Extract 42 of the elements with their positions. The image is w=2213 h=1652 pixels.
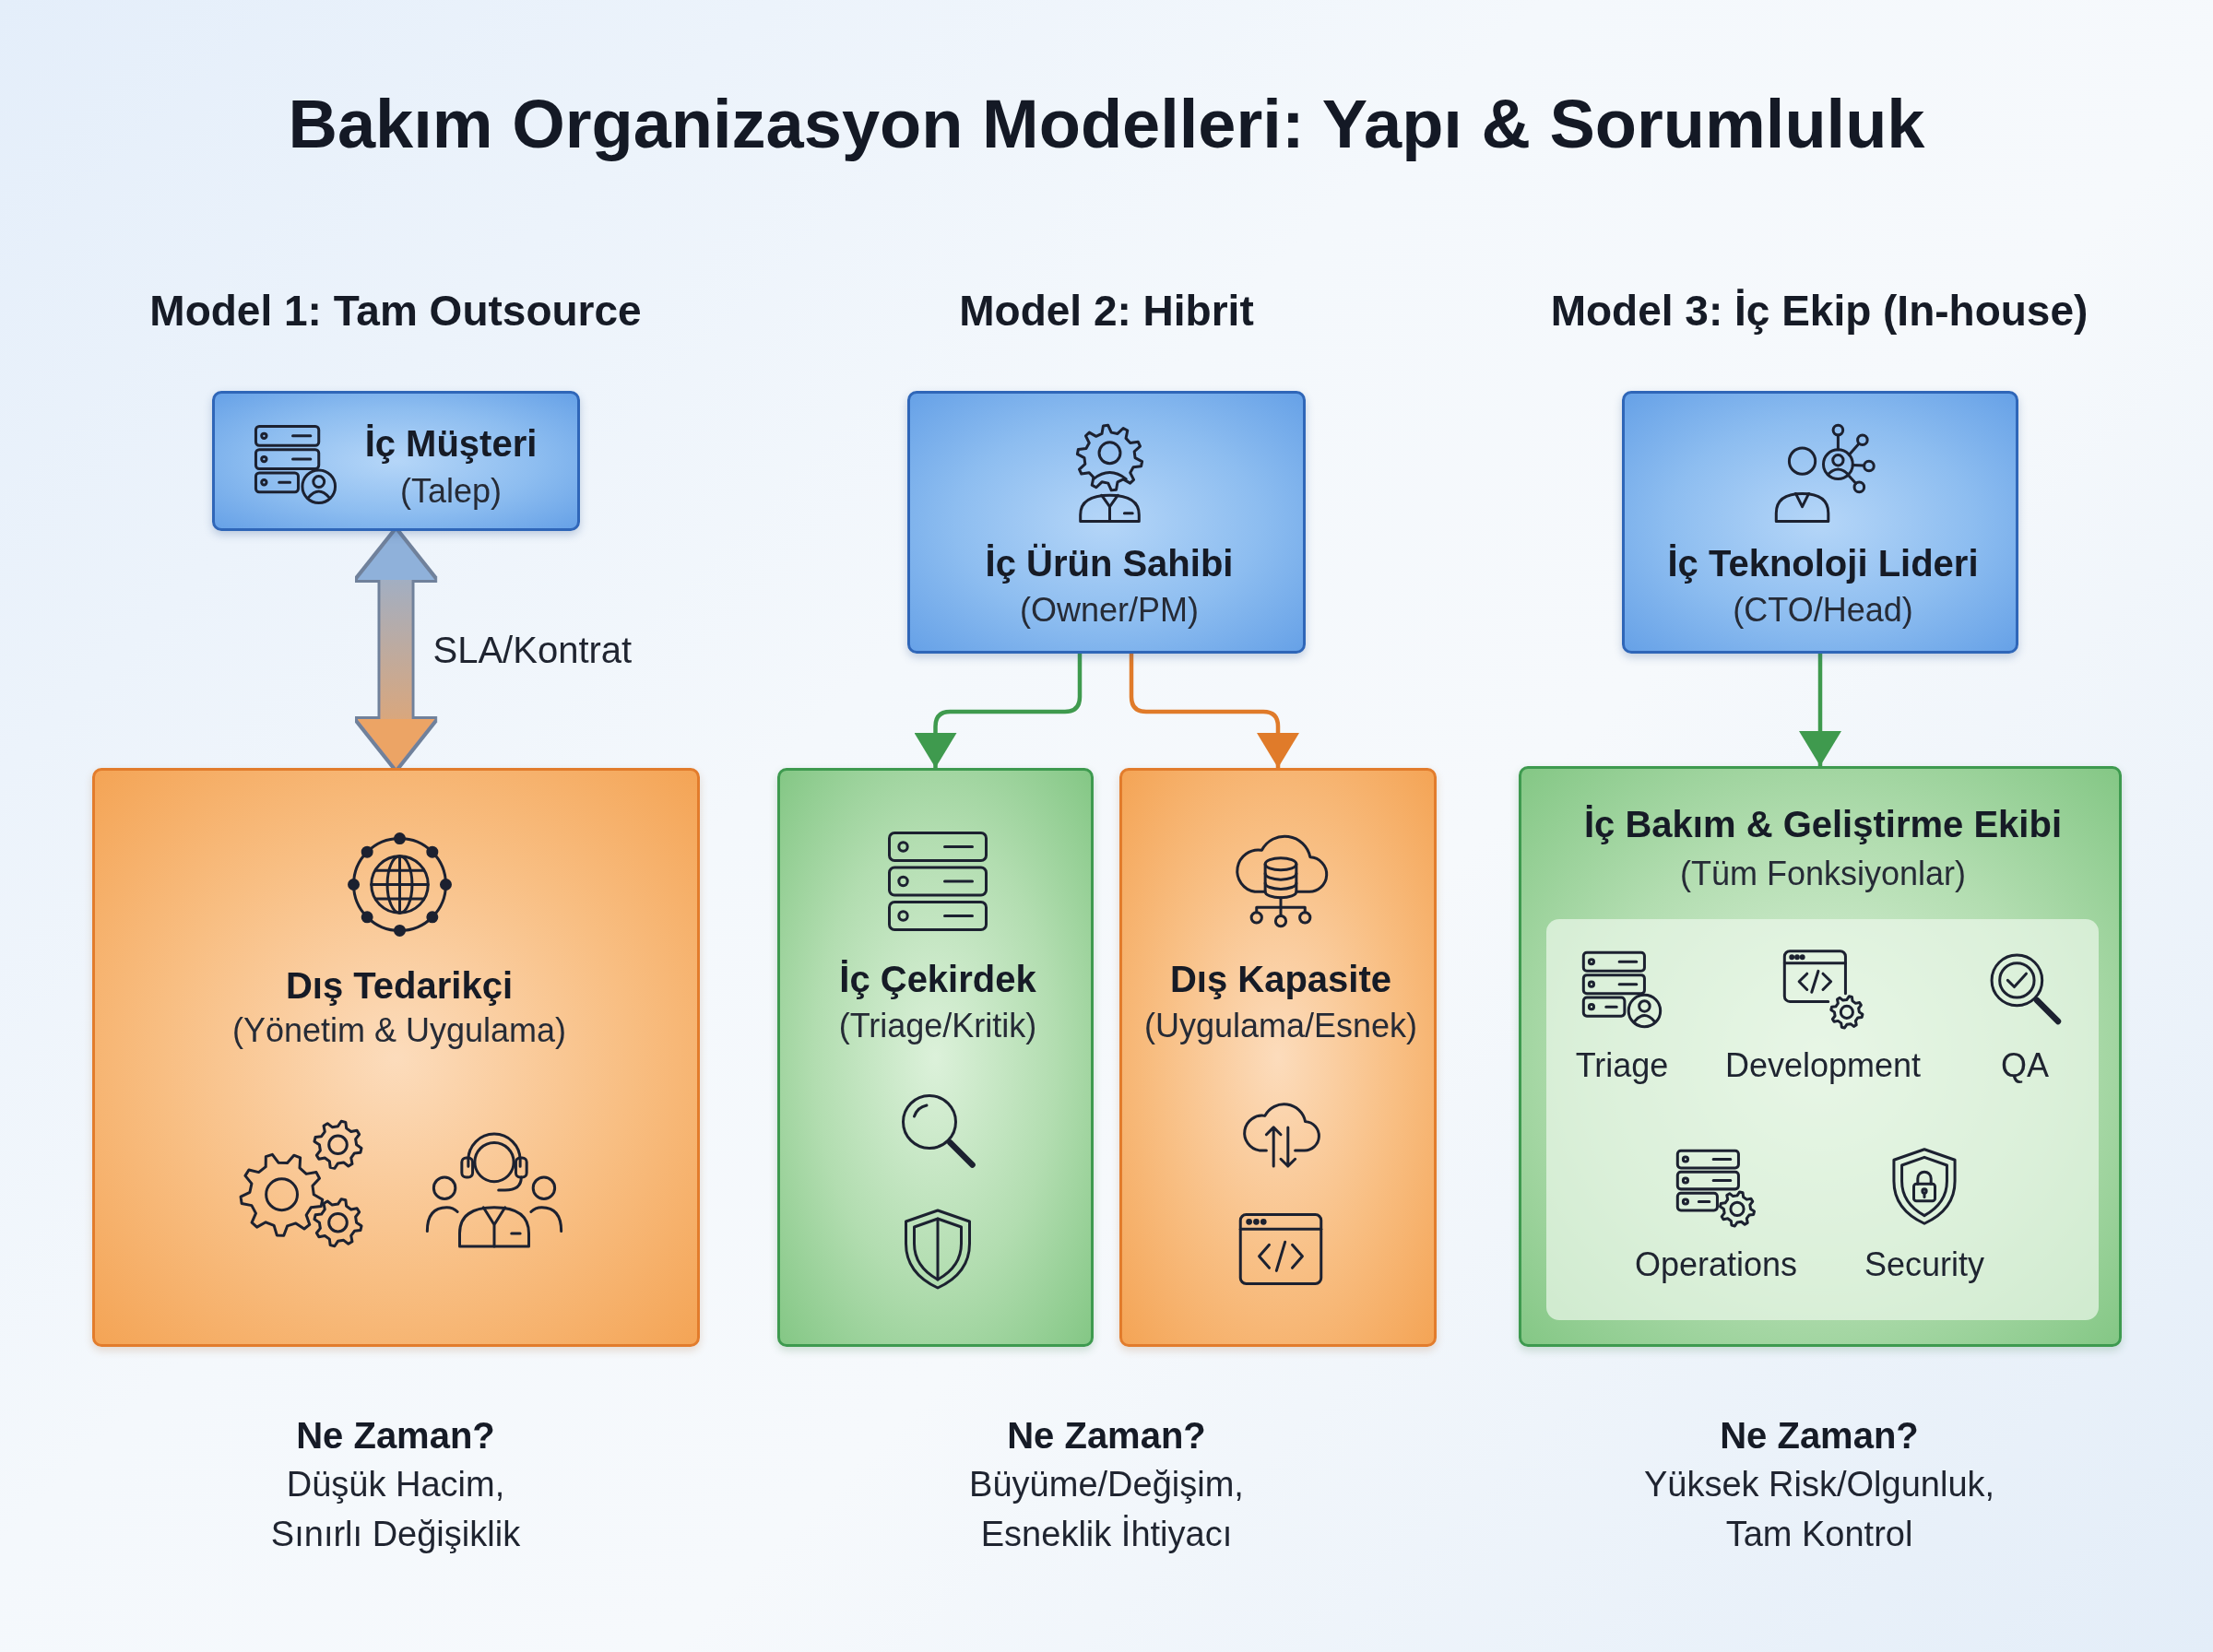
edge-label: SLA/Kontrat — [432, 628, 633, 672]
team-card — [92, 768, 700, 1347]
arrow — [914, 654, 1083, 768]
card-title: Dış Kapasite — [1169, 958, 1392, 1001]
card-subtitle: (Tüm Fonksiyonlar) — [1679, 854, 1967, 894]
function-label: QA — [2001, 1045, 2049, 1086]
card-title: İç Çekirdek — [839, 958, 1036, 1001]
role-card — [212, 391, 580, 531]
card-title: İç Müşteri — [364, 422, 538, 466]
team-card — [1119, 768, 1437, 1347]
role-card — [907, 391, 1306, 654]
card-subtitle: (Yönetim & Uygulama) — [231, 1010, 567, 1051]
diagram-title: Bakım Organizasyon Modelleri: Yapı & Sorumluluk — [288, 85, 1925, 164]
note-text: Büyüme/Değişim, Esneklik İhtiyacı — [968, 1464, 1245, 1555]
card-subtitle: (Triage/Kritik) — [838, 1006, 1037, 1046]
column-heading: Model 2: Hibrit — [959, 286, 1254, 336]
card-title: İç Teknoloji Lideri — [1667, 542, 1979, 585]
function-panel — [1546, 919, 2099, 1320]
section-heading: Ne Zaman? — [1720, 1414, 1919, 1457]
arrow — [1129, 654, 1299, 768]
function-label: Operations — [1634, 1245, 1798, 1285]
card-title: İç Bakım & Geliştirme Ekibi — [1584, 803, 2062, 846]
note-text: Düşük Hacim, Sınırlı Değişiklik — [269, 1464, 522, 1555]
section-heading: Ne Zaman? — [1007, 1414, 1206, 1457]
role-card — [1622, 391, 2018, 654]
card-title: Dış Tedarikçi — [286, 964, 513, 1008]
card-subtitle: (Uygulama/Esnek) — [1143, 1006, 1418, 1046]
note-text: Yüksek Risk/Olgunluk, Tam Kontrol — [1642, 1464, 1996, 1555]
team-card — [777, 768, 1094, 1347]
card-title: İç Ürün Sahibi — [985, 542, 1234, 585]
team-card — [1519, 766, 2122, 1347]
card-subtitle: (Talep) — [400, 471, 502, 512]
function-label: Development — [1724, 1045, 1922, 1086]
card-subtitle: (CTO/Head) — [1733, 590, 1913, 631]
section-heading: Ne Zaman? — [296, 1414, 495, 1457]
column-heading: Model 3: İç Ekip (In-house) — [1550, 286, 2089, 336]
column-heading: Model 1: Tam Outsource — [149, 286, 642, 336]
arrow — [1799, 654, 1841, 766]
double-arrow — [357, 531, 435, 768]
function-label: Security — [1864, 1245, 1984, 1285]
card-subtitle: (Owner/PM) — [1020, 590, 1199, 631]
function-label: Triage — [1575, 1045, 1669, 1086]
